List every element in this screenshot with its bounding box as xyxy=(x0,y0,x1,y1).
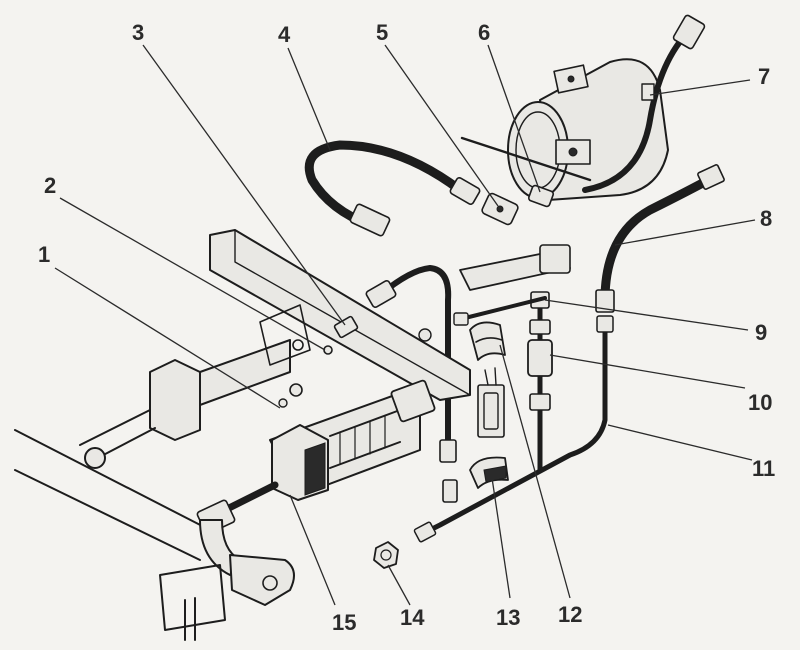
reservoir-canister xyxy=(507,58,669,201)
leader-12 xyxy=(499,344,571,599)
callout-4: 4 xyxy=(278,22,291,47)
tee-connector-10 xyxy=(527,291,553,473)
callout-12: 12 xyxy=(558,602,582,627)
leader-13 xyxy=(491,477,511,599)
clip-12 xyxy=(469,321,506,361)
flexible-hose-4 xyxy=(304,140,481,237)
leader-15 xyxy=(289,494,336,606)
callout-5: 5 xyxy=(376,20,388,45)
leader-6 xyxy=(487,44,541,193)
canister-pipe xyxy=(582,14,706,193)
slotted-plate xyxy=(477,367,505,438)
union-fitting-6 xyxy=(527,184,555,208)
mounting-bracket xyxy=(459,244,571,320)
leader-8 xyxy=(614,219,756,246)
leader-5 xyxy=(384,44,499,207)
leader-9 xyxy=(544,299,749,331)
callout-labels: 1 2 3 4 5 6 7 8 9 10 11 12 13 14 15 xyxy=(38,20,775,635)
callout-15: 15 xyxy=(332,610,356,635)
union-nut-14 xyxy=(373,521,437,569)
callout-14: 14 xyxy=(400,605,425,630)
callout-9: 9 xyxy=(755,320,767,345)
callout-1: 1 xyxy=(38,242,50,267)
fitting-1 xyxy=(278,383,303,408)
pipe-to-cylinder xyxy=(365,265,458,503)
fitting-2 xyxy=(323,345,333,355)
callout-2: 2 xyxy=(44,173,56,198)
rigid-pipe-11 xyxy=(417,315,614,538)
pedal-shaft-assembly xyxy=(14,409,295,641)
clip-13 xyxy=(469,456,509,489)
flexible-hose-8 xyxy=(595,164,725,313)
leader-4 xyxy=(287,47,331,151)
leader-lines xyxy=(54,44,756,606)
leader-7 xyxy=(649,79,751,96)
callout-13: 13 xyxy=(496,605,520,630)
leader-3 xyxy=(142,44,346,326)
leader-14 xyxy=(387,564,411,606)
leader-2 xyxy=(59,197,326,351)
callout-8: 8 xyxy=(760,206,772,231)
brake-cylinder-15 xyxy=(269,379,436,501)
leader-10 xyxy=(549,354,746,389)
callout-3: 3 xyxy=(132,20,144,45)
callout-10: 10 xyxy=(748,390,772,415)
callout-11: 11 xyxy=(752,456,775,481)
callout-6: 6 xyxy=(478,20,490,45)
leader-1 xyxy=(54,267,281,409)
frame-rail xyxy=(209,229,471,401)
banjo-fitting-5 xyxy=(481,192,519,226)
pedal-cylinder xyxy=(149,304,311,441)
callout-7: 7 xyxy=(758,64,770,89)
leader-11 xyxy=(607,424,753,461)
